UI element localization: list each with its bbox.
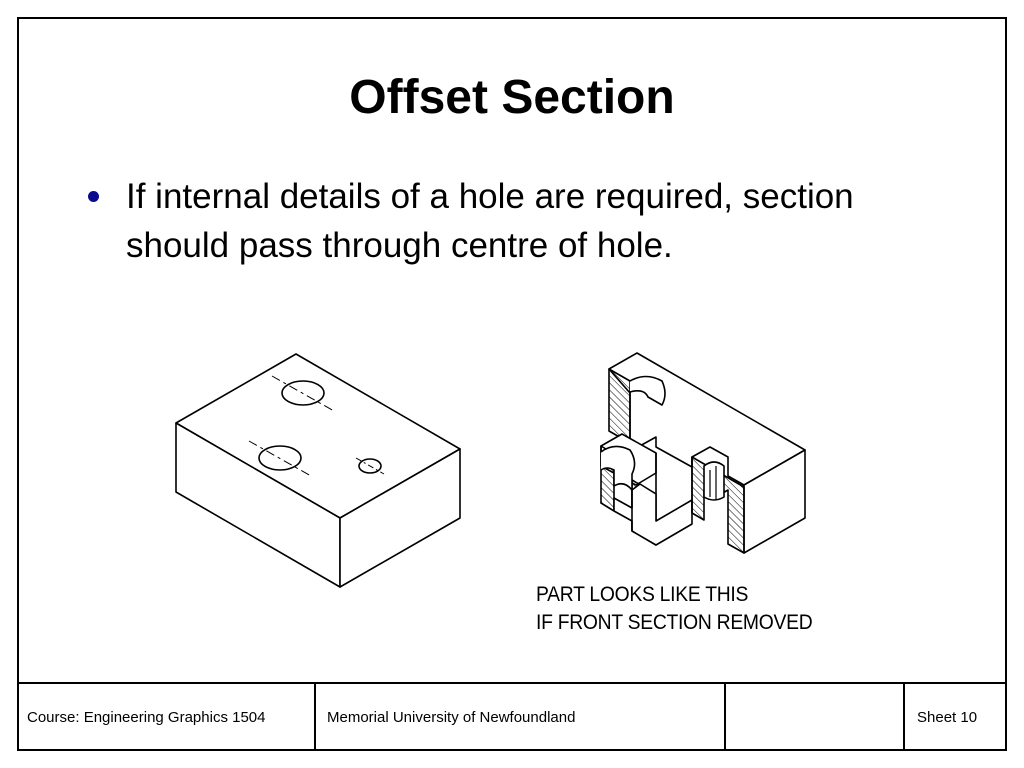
centerline-upper: [271, 375, 335, 412]
figure-caption-line-2: IF FRONT SECTION REMOVED: [536, 611, 813, 634]
slide-title: Offset Section: [349, 71, 675, 124]
bullet-list: If internal details of a hole are requir…: [88, 172, 948, 270]
sectioned-part-drawing: [600, 352, 806, 554]
footer-divider-2: [724, 684, 726, 751]
bullet-dot-icon: [88, 191, 99, 202]
footer-sheet-label: Sheet: [917, 709, 957, 726]
bullet-text: If internal details of a hole are requir…: [126, 177, 854, 265]
hole-small-right: [703, 461, 725, 501]
hole-large-lower: [258, 445, 302, 471]
footer-sheet-number: 10: [960, 709, 978, 726]
isometric-block-drawing: [175, 353, 461, 588]
footer-sheet: Sheet 10: [917, 684, 997, 751]
section-face-upper: [608, 368, 631, 444]
slide-frame: [17, 17, 1007, 751]
footer-divider-1: [314, 684, 316, 751]
footer-divider-3: [903, 684, 905, 751]
footer-course: Course: Engineering Graphics 1504: [27, 709, 266, 726]
block-right-face: [339, 448, 461, 588]
figure-caption-line-1: PART LOOKS LIKE THIS: [536, 583, 749, 606]
centerline-lower: [248, 440, 312, 477]
footer-bar: Course: Engineering Graphics 1504 Memori…: [17, 682, 1007, 751]
footer-empty-cell: [726, 684, 904, 751]
bullet-item: If internal details of a hole are requir…: [88, 172, 948, 270]
hole-large-upper: [281, 380, 325, 406]
figure-caption: PART LOOKS LIKE THIS IF FRONT SECTION RE…: [536, 581, 813, 637]
centerline-small: [355, 457, 385, 475]
hole-upper-left: [629, 375, 666, 406]
hole-small: [358, 458, 382, 474]
footer-university: Memorial University of Newfoundland: [327, 709, 576, 726]
